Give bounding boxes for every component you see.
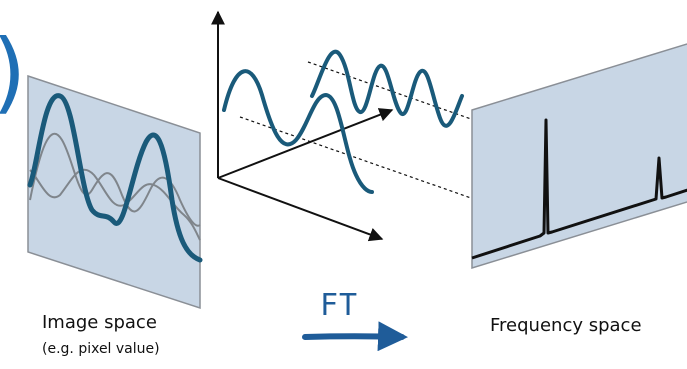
ft-label: FT [320, 288, 359, 323]
frequency-spectrum-trace [471, 118, 687, 260]
three-d-axes [211, 10, 394, 242]
partial-parenthesis-glyph: ) [0, 20, 26, 123]
depth-axis [217, 177, 384, 242]
diagonal-axis [217, 108, 394, 179]
image-wave-main [27, 93, 203, 263]
high-frequency-wave [310, 49, 464, 128]
image-space-sublabel: (e.g. pixel value) [42, 341, 160, 357]
image-space-label: Image space [42, 312, 157, 333]
frequency-space-label: Frequency space [490, 315, 642, 336]
ft-arrow [302, 321, 408, 352]
image-space-panel [27, 74, 203, 310]
low-frequency-wave [222, 69, 374, 194]
frequency-space-panel [471, 43, 687, 270]
image-wave-gray-1 [29, 132, 201, 227]
